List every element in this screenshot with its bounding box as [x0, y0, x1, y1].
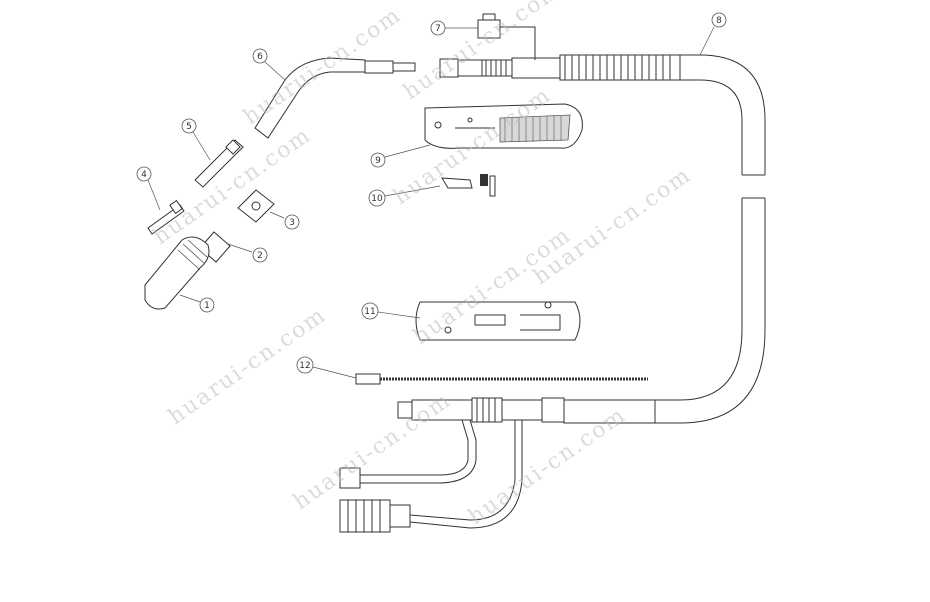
tip-part-4	[147, 199, 185, 235]
switch-part-7	[477, 13, 536, 60]
svg-text:9: 9	[375, 156, 381, 166]
callout-5: 5	[181, 118, 211, 161]
callout-2: 2	[227, 243, 268, 263]
svg-text:1: 1	[204, 301, 210, 311]
callout-3: 3	[269, 211, 300, 230]
handle-part-9	[424, 103, 583, 149]
callouts: 1 2 3 4 5 6 7	[136, 12, 727, 379]
callout-12: 12	[296, 356, 357, 379]
callout-8: 8	[699, 12, 727, 56]
svg-text:huarui-cn.com: huarui-cn.com	[529, 162, 696, 289]
svg-text:5: 5	[186, 122, 192, 132]
svg-text:12: 12	[299, 361, 310, 371]
adapter-part-5	[194, 139, 244, 188]
svg-text:10: 10	[371, 194, 383, 204]
nozzle-part-1	[144, 236, 210, 310]
callout-9: 9	[370, 144, 431, 168]
neck-part-6	[254, 57, 416, 139]
callout-1: 1	[179, 294, 215, 313]
callout-4: 4	[136, 166, 161, 211]
cable-assembly	[439, 54, 766, 424]
svg-text:6: 6	[257, 52, 263, 62]
svg-text:11: 11	[364, 307, 375, 317]
callout-11: 11	[361, 302, 421, 320]
svg-text:4: 4	[141, 170, 147, 180]
svg-text:2: 2	[257, 251, 263, 261]
handle-shell-part-11	[415, 301, 581, 341]
svg-text:7: 7	[435, 24, 441, 34]
holder-part-3	[237, 189, 275, 223]
liner-part-12	[355, 373, 648, 385]
svg-text:3: 3	[289, 218, 295, 228]
callout-10: 10	[368, 185, 441, 207]
svg-text:huarui-cn.com: huarui-cn.com	[289, 387, 456, 514]
svg-text:8: 8	[716, 16, 722, 26]
callout-7: 7	[430, 20, 478, 36]
trigger-part-10	[441, 174, 496, 197]
rear-connector-assembly	[339, 397, 656, 533]
callout-6: 6	[252, 48, 286, 81]
